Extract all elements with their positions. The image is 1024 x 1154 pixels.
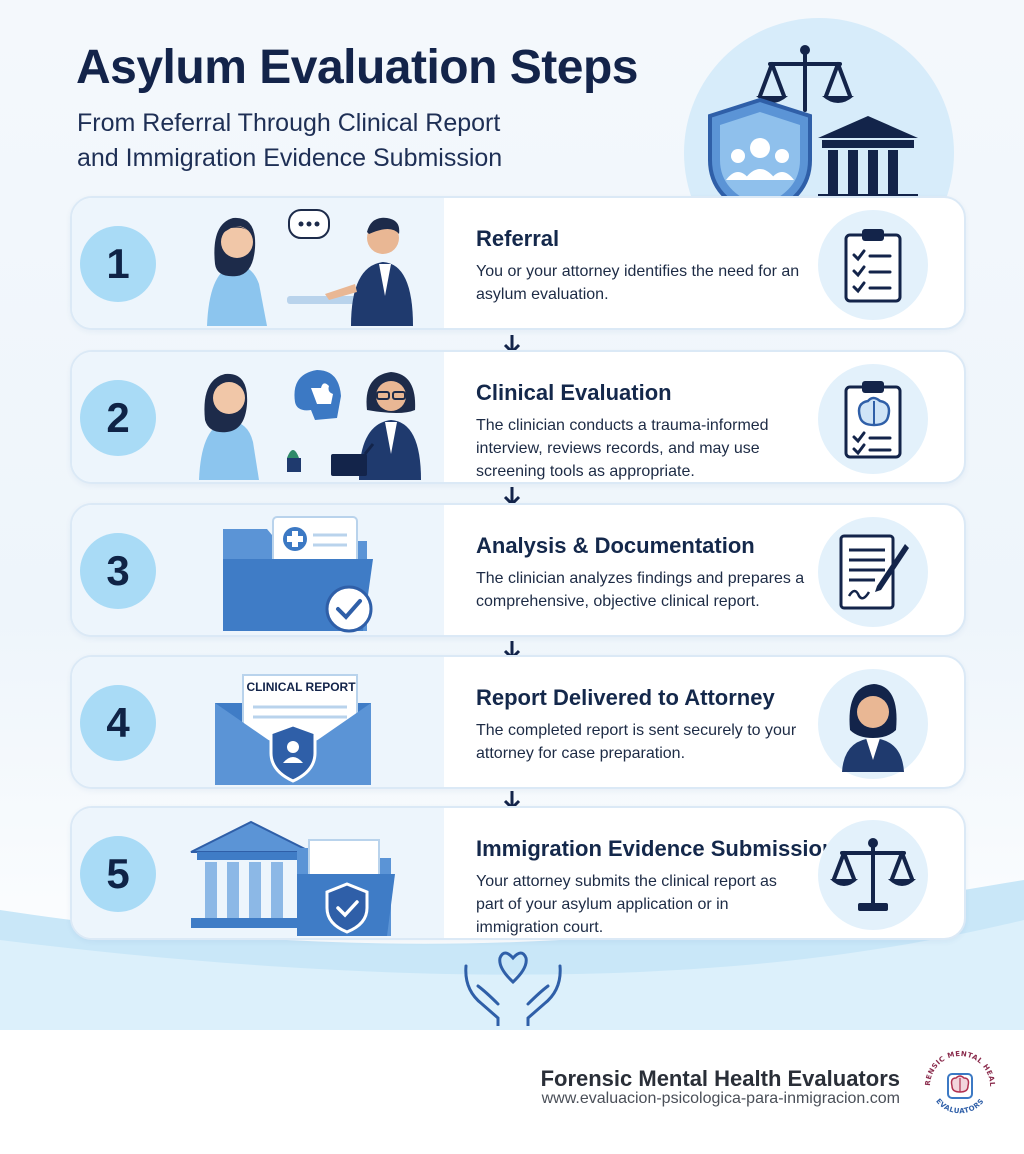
step-title: Report Delivered to Attorney [476, 685, 775, 710]
report-envelope-illustration [215, 674, 371, 785]
brand-logo: FORENSIC MENTAL HEALTH EVALUATORS [918, 1044, 1000, 1126]
step-title: Immigration Evidence Submission [476, 836, 836, 861]
footer [0, 1030, 1024, 1154]
scales-of-justice-icon [818, 820, 928, 930]
step-card-1: 1 Referral You or your attorney identifi… [70, 196, 966, 330]
step-number: 1 [80, 226, 156, 302]
step-description: Your attorney submits the clinical repor… [476, 873, 777, 936]
step-description: The clinician analyzes findings and prep… [476, 570, 805, 610]
brain-clipboard-icon [818, 364, 928, 474]
courthouse-folder-illustration [190, 820, 395, 936]
step-number: 3 [80, 533, 156, 609]
subtitle-line-2: and Immigration Evidence Submission [77, 144, 503, 172]
clipboard-checklist-icon [818, 210, 928, 320]
clinical-interview-illustration [199, 370, 421, 480]
step-title: Referral [476, 226, 560, 251]
step-card-4: 4 CLINICAL REPORT Report Delivered to At… [70, 655, 966, 789]
step-description: You or your attorney identifies the need… [476, 263, 800, 303]
step-number: 4 [80, 685, 156, 761]
page-title: Asylum Evaluation Steps [76, 41, 639, 94]
subtitle-line-1: From Referral Through Clinical Report [77, 109, 501, 137]
caring-hands-heart-icon [464, 951, 562, 1026]
document-signature-icon [818, 517, 928, 627]
step-description: The completed report is sent securely to… [476, 722, 797, 762]
justice-shield-icon [708, 45, 918, 219]
medical-folder-illustration [223, 516, 373, 633]
step-title: Clinical Evaluation [476, 380, 672, 405]
step-card-5: 5 Immigration Evidence Submission Your a… [70, 806, 966, 940]
envelope-label: CLINICAL REPORT [246, 680, 356, 694]
step-number: 5 [80, 836, 156, 912]
step-title: Analysis & Documentation [476, 533, 755, 558]
attorney-avatar-icon [818, 669, 928, 779]
consultation-illustration [207, 209, 413, 326]
step-card-3: 3 Analysis & Documentation The clinician… [70, 503, 966, 637]
step-description: The clinician conducts a trauma-informed… [476, 417, 769, 480]
brand-name: Forensic Mental Health Evaluators [540, 1066, 900, 1091]
page-subtitle: From Referral Through Clinical Report an… [77, 106, 597, 176]
step-number: 2 [80, 380, 156, 456]
brand-url[interactable]: www.evaluacion-psicologica-para-inmigrac… [541, 1090, 900, 1107]
step-card-2: 2 Clinical Evaluation The clinician cond… [70, 350, 966, 484]
